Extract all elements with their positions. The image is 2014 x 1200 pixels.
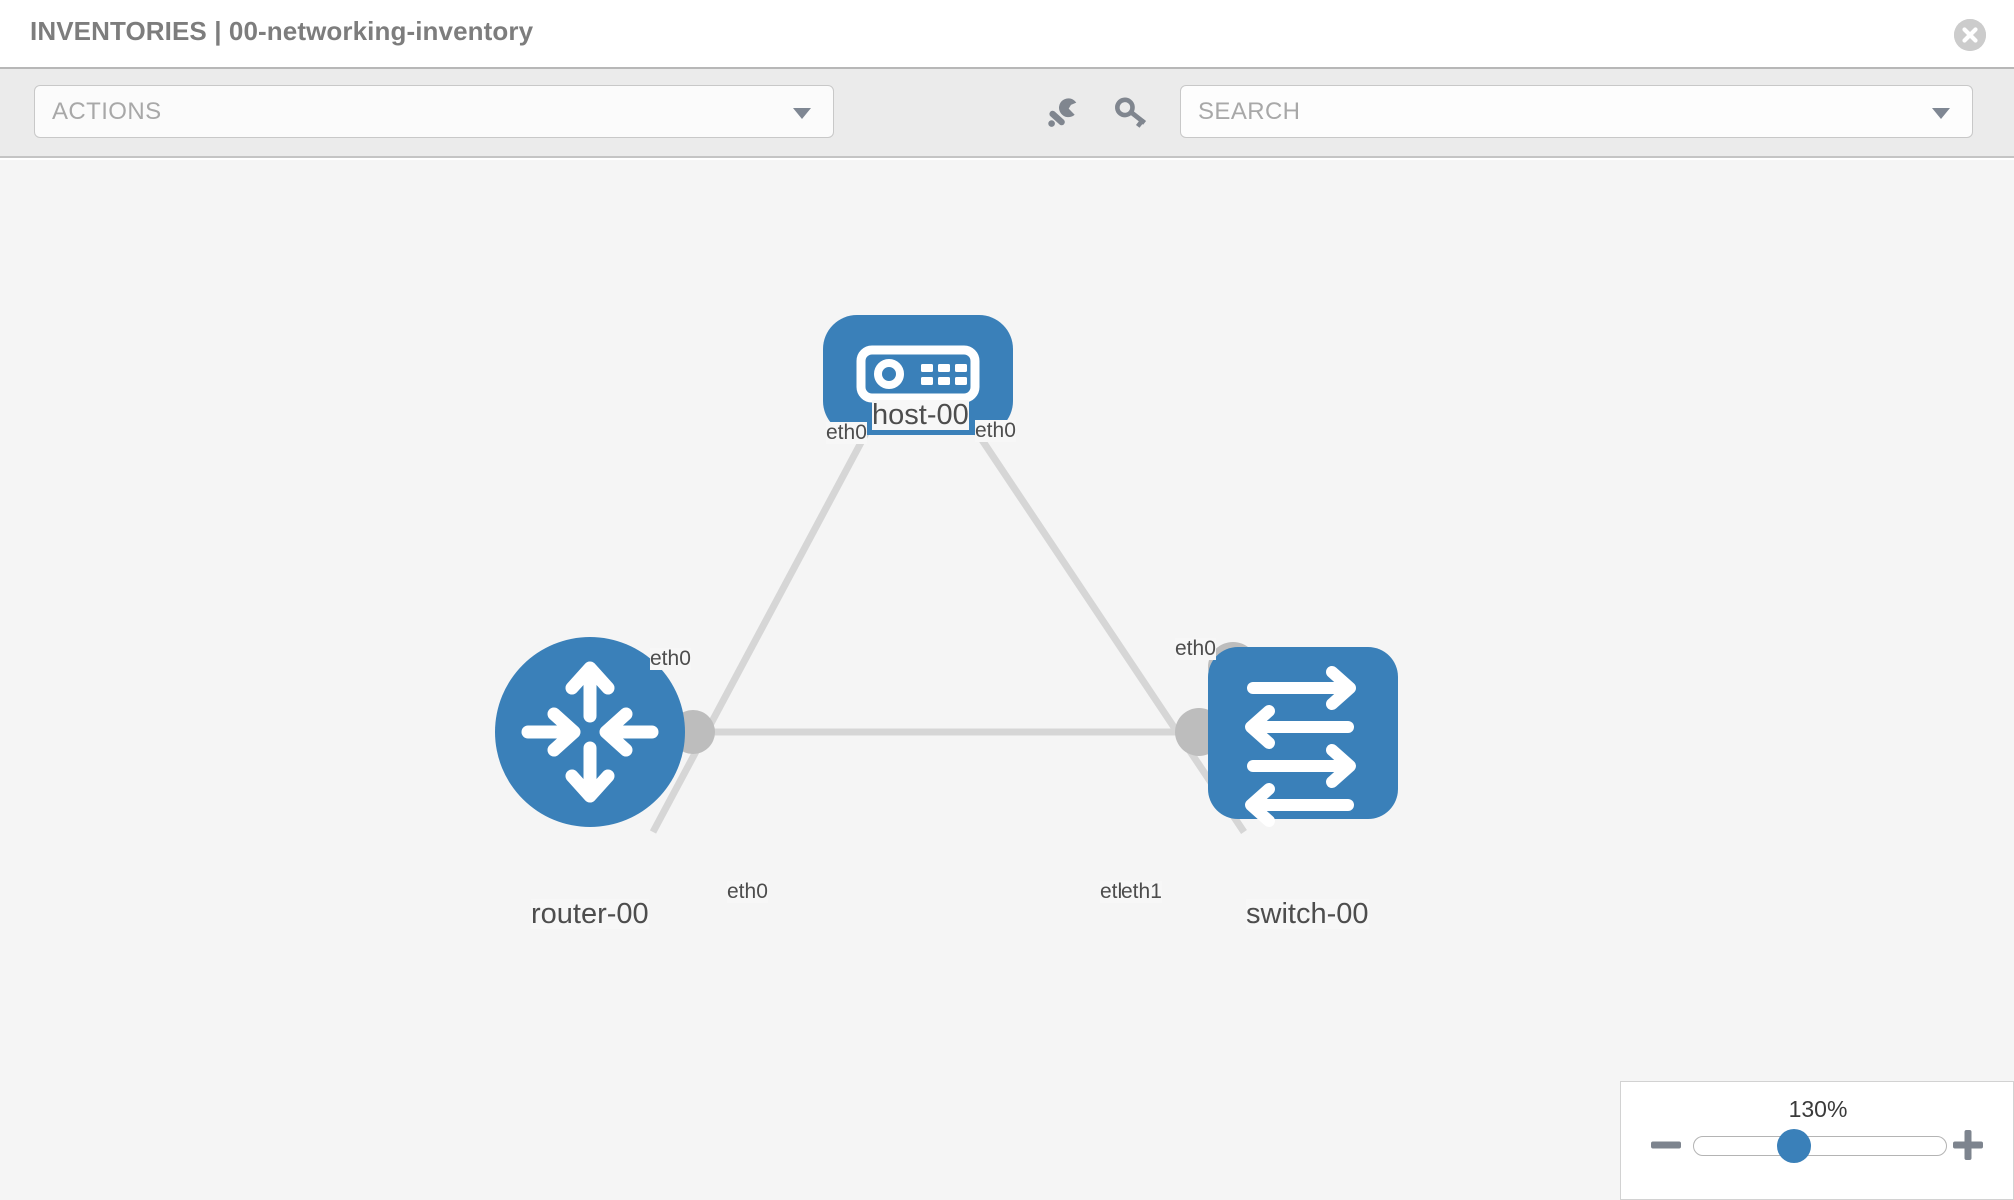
topology-graph [495, 315, 1398, 834]
iface-label-switch-up: eth0 [1175, 637, 1216, 661]
switch-arrows-icon [1245, 666, 1356, 827]
topology-canvas[interactable]: eth0 host-00 eth0 eth0 eth0 router-00 et… [0, 160, 2014, 1200]
router-arrows-icon [521, 661, 659, 803]
node-label-router-00: router-00 [531, 898, 649, 930]
minus-icon[interactable] [1649, 1128, 1683, 1162]
chevron-down-icon [793, 108, 811, 119]
zoom-slider-thumb[interactable] [1777, 1129, 1811, 1163]
iface-label-host-left: eth0 [826, 421, 867, 445]
chevron-down-icon[interactable] [1932, 108, 1950, 119]
plus-icon[interactable] [1951, 1128, 1985, 1162]
iface-label-switch-eth1: eth1 [1121, 880, 1162, 904]
close-icon[interactable] [1954, 19, 1986, 51]
iface-label-router-right: eth0 [727, 880, 768, 904]
node-label-host-00: host-00 [872, 399, 969, 431]
iface-label-host-right: eth0 [975, 419, 1016, 443]
node-label-switch-00: switch-00 [1246, 898, 1369, 930]
link-host-switch[interactable] [947, 390, 1247, 834]
node-router-00[interactable] [495, 637, 685, 827]
server-device-icon [856, 345, 980, 403]
node-switch-00[interactable] [1208, 647, 1398, 827]
page-title: INVENTORIES | 00-networking-inventory [30, 16, 534, 46]
iface-label-router-up: eth0 [650, 647, 691, 671]
key-icon[interactable] [1112, 95, 1152, 131]
zoom-control-panel: 130% [1620, 1081, 2014, 1200]
link-group [649, 390, 1247, 834]
zoom-slider-track[interactable] [1693, 1136, 1947, 1156]
search-placeholder: SEARCH [1198, 98, 1301, 125]
search-input[interactable]: SEARCH [1180, 85, 1973, 138]
wrench-icon[interactable] [1043, 95, 1083, 131]
page-header: INVENTORIES | 00-networking-inventory [0, 0, 2014, 69]
zoom-level-value: 130% [1788, 1096, 1848, 1122]
actions-dropdown[interactable]: ACTIONS [34, 85, 834, 138]
actions-dropdown-label: ACTIONS [52, 98, 162, 125]
link-router-host[interactable] [649, 390, 892, 834]
